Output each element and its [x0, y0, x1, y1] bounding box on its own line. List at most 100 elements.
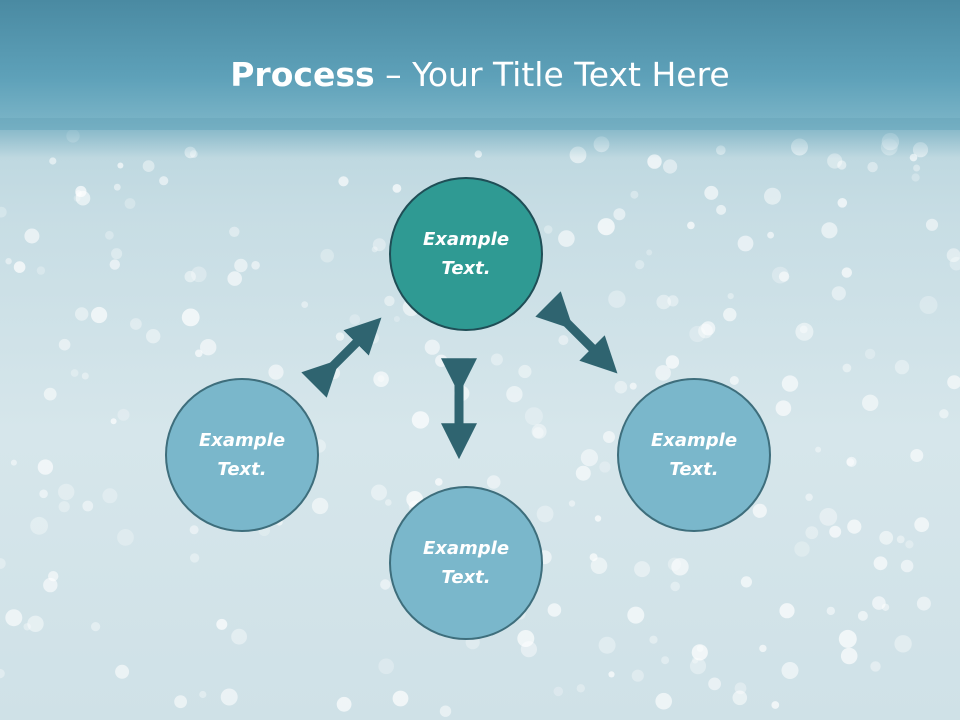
texture-dot — [846, 458, 855, 466]
texture-dot — [105, 230, 114, 240]
texture-dot — [506, 386, 523, 403]
texture-dot — [536, 505, 554, 523]
texture-dot — [864, 348, 876, 360]
process-node-top[interactable]: Example Text. — [389, 177, 543, 331]
texture-dot — [631, 669, 644, 682]
texture-dot — [371, 484, 387, 501]
texture-dot — [384, 295, 395, 307]
texture-dot — [840, 647, 858, 665]
process-node-right[interactable]: Example Text. — [617, 378, 771, 532]
texture-dot — [231, 628, 248, 645]
texture-dot — [58, 338, 71, 351]
texture-dot — [635, 260, 645, 270]
texture-dot — [590, 557, 608, 574]
texture-dot — [0, 558, 6, 569]
texture-dot — [655, 365, 671, 381]
arrow-top-left — [301, 317, 382, 398]
texture-dot — [687, 221, 695, 230]
texture-dot — [372, 238, 386, 252]
texture-dot — [216, 618, 228, 630]
node-top-label: Example Text. — [422, 229, 510, 279]
texture-dot — [200, 339, 217, 356]
texture-dot — [916, 596, 931, 611]
texture-dot — [39, 489, 48, 499]
texture-dot — [75, 185, 87, 198]
texture-dot — [189, 553, 200, 563]
texture-dot — [729, 376, 739, 385]
texture-dot — [919, 296, 938, 314]
texture-dot — [771, 701, 780, 709]
texture-dot — [109, 259, 121, 270]
texture-dot — [847, 519, 862, 534]
texture-dot — [338, 176, 349, 187]
texture-dot — [764, 187, 781, 205]
texture-dot — [867, 161, 878, 173]
texture-dot — [846, 456, 857, 467]
texture-dot — [385, 499, 392, 506]
texture-dot — [159, 176, 169, 186]
texture-dot — [732, 690, 748, 706]
texture-dot — [841, 267, 852, 278]
texture-dot — [723, 307, 737, 322]
texture-dot — [842, 363, 852, 373]
texture-dot — [771, 266, 789, 284]
texture-dot — [913, 164, 921, 172]
slide-title[interactable]: Process – Your Title Text Here — [0, 52, 960, 98]
texture-dot — [691, 644, 708, 661]
texture-dot — [701, 321, 716, 336]
texture-dot — [580, 449, 599, 467]
process-node-left[interactable]: Example Text. — [165, 378, 319, 532]
texture-dot — [130, 318, 142, 330]
texture-dot — [799, 325, 808, 334]
texture-dot — [667, 557, 682, 571]
texture-dot — [879, 530, 894, 545]
texture-dot — [689, 658, 707, 675]
texture-dot — [184, 270, 196, 283]
texture-dot — [775, 400, 792, 417]
texture-dot — [598, 636, 616, 654]
texture-dot — [234, 258, 248, 273]
texture-dot — [181, 308, 200, 327]
texture-dot — [589, 553, 598, 562]
texture-dot — [805, 526, 819, 540]
texture-dot — [517, 630, 535, 647]
header-band — [0, 0, 960, 130]
texture-dot — [949, 256, 960, 271]
texture-dot — [5, 609, 23, 627]
texture-dot — [704, 185, 719, 200]
texture-dot — [575, 465, 591, 481]
texture-dot — [102, 488, 118, 504]
texture-dot — [251, 261, 260, 270]
texture-dot — [117, 529, 134, 546]
texture-dot — [911, 173, 920, 182]
texture-dot — [781, 375, 799, 392]
texture-dot — [424, 339, 440, 355]
texture-dot — [671, 558, 689, 576]
texture-dot — [142, 160, 155, 173]
texture-dot — [838, 629, 857, 648]
texture-dot — [311, 497, 329, 515]
texture-dot — [543, 225, 553, 234]
texture-dot — [794, 541, 810, 557]
texture-dot — [599, 461, 611, 473]
texture-dot — [124, 198, 136, 209]
texture-dot — [111, 248, 123, 260]
texture-dot — [5, 258, 12, 265]
texture-dot — [665, 355, 680, 369]
process-node-bottom[interactable]: Example Text. — [389, 486, 543, 640]
texture-dot — [805, 493, 813, 501]
texture-dot — [191, 266, 207, 283]
texture-dot — [220, 688, 238, 706]
texture-dot — [946, 248, 960, 263]
texture-dot — [411, 411, 430, 429]
texture-dot — [268, 364, 284, 380]
texture-dot — [490, 353, 503, 366]
texture-dot — [740, 576, 753, 588]
texture-dot — [862, 394, 879, 411]
title-bold: Process — [230, 55, 375, 94]
texture-dot — [900, 559, 914, 573]
texture-dot — [117, 408, 130, 421]
arrow-top-right — [535, 291, 618, 374]
texture-dot — [57, 483, 75, 501]
